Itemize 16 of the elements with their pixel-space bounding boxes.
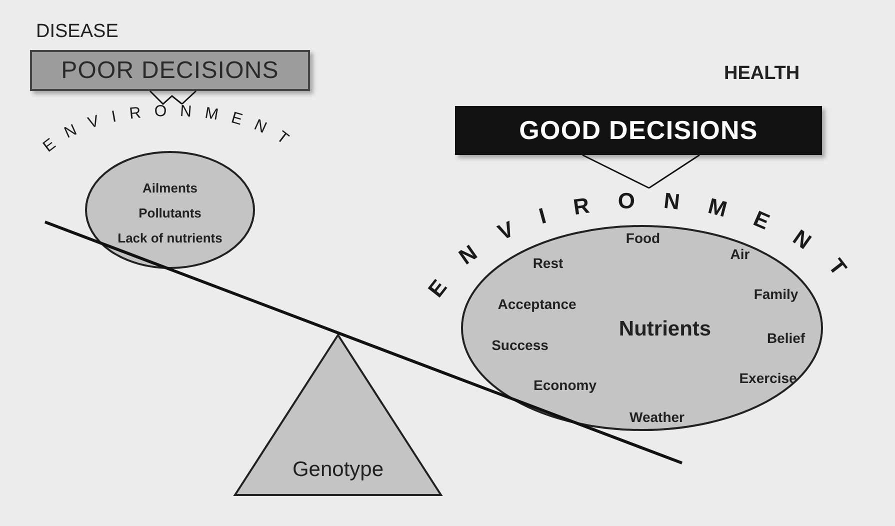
fulcrum-label: Genotype (292, 456, 384, 482)
decision-box: POOR DECISIONS (30, 50, 310, 91)
v-connector (582, 154, 700, 189)
factor-label: Weather (630, 410, 684, 424)
factor-label: Ailments (142, 182, 198, 194)
factor-label: Economy (534, 378, 596, 392)
zigzag-connector (149, 90, 197, 106)
factor-label: Pollutants (138, 206, 202, 220)
factor-label: Exercise (739, 371, 797, 385)
side-label: DISEASE (36, 20, 118, 44)
factor-label: Lack of nutrients (118, 232, 222, 244)
side-label: HEALTH (724, 62, 800, 86)
decision-box: GOOD DECISIONS (455, 106, 822, 155)
factor-label: Belief (766, 331, 806, 345)
factor-label: Success (492, 338, 548, 352)
factor-label: Nutrients (618, 318, 712, 340)
